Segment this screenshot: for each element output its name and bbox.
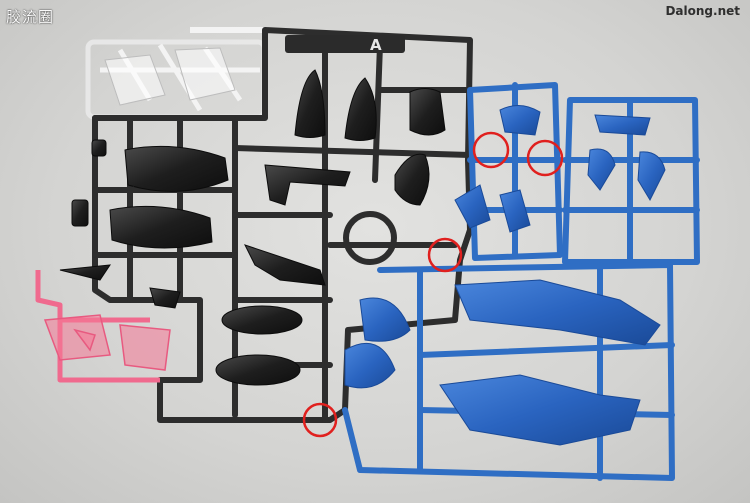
runner-letter: A (370, 36, 382, 54)
gate-circle-3 (427, 237, 463, 273)
blue-parts-lower (344, 279, 661, 446)
gate-circle-4 (302, 402, 338, 438)
runner-label-plate: A (285, 35, 405, 54)
black-parts (59, 69, 446, 386)
blue-parts-upper (454, 105, 666, 233)
gate-circle-2 (526, 139, 564, 177)
pink-parts (43, 314, 171, 371)
sprue-ring (343, 211, 397, 265)
gate-highlight-circles (302, 131, 564, 438)
watermark-left: 胶流圈 (6, 8, 55, 26)
watermark-right: Dalong.net (665, 4, 740, 18)
clear-part-highlights (104, 47, 236, 106)
gate-circle-1 (472, 131, 510, 169)
